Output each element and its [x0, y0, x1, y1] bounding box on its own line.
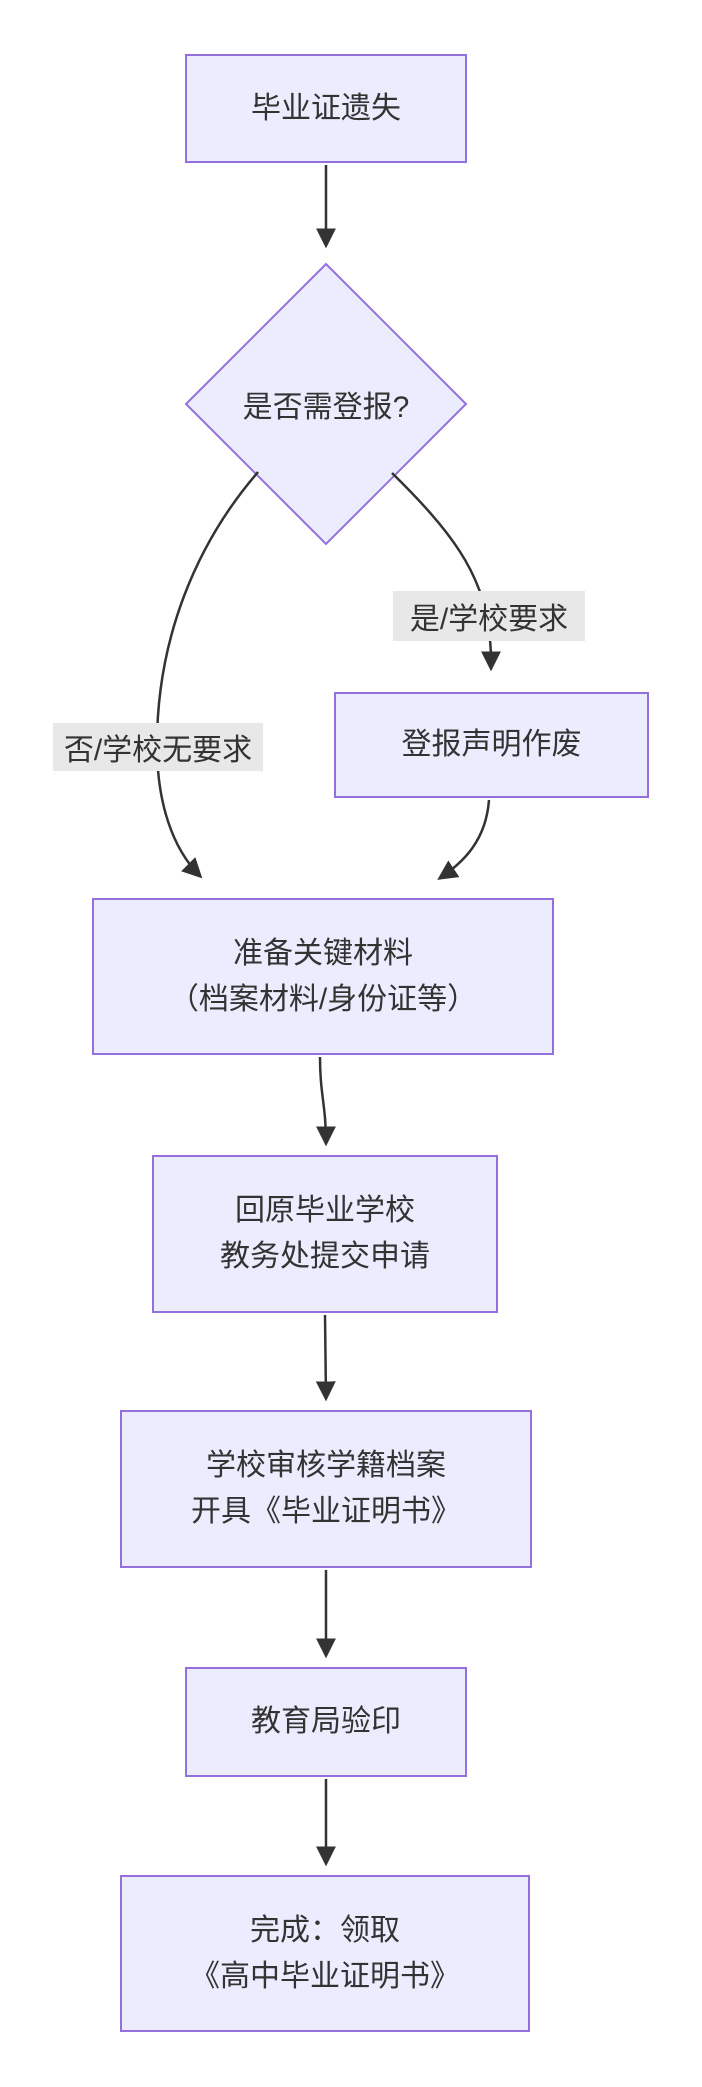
node-publish: 登报声明作废 [334, 692, 649, 798]
edge-publish-prepare [437, 799, 491, 880]
edge-apply-review [315, 1314, 336, 1402]
node-done-label-line1: 完成：领取 [250, 1913, 400, 1947]
node-review: 学校审核学籍档案 开具《毕业证明书》 [120, 1410, 532, 1568]
edge-label-yes: 是/学校要求 [393, 591, 585, 641]
node-start: 毕业证遗失 [185, 54, 467, 163]
edge-label-no: 否/学校无要求 [53, 723, 263, 771]
edge-decision-prepare [155, 471, 259, 879]
node-review-label-line1: 学校审核学籍档案 [206, 1449, 446, 1482]
node-apply-label-line1: 回原毕业学校 [235, 1194, 415, 1227]
node-apply-label-line2: 教务处提交申请 [220, 1240, 430, 1273]
node-start-label: 毕业证遗失 [251, 91, 401, 125]
node-decision-label: 是否需登报? [242, 391, 410, 424]
node-done: 完成：领取 《高中毕业证明书》 [120, 1875, 530, 2032]
node-prepare-label-line2: （档案材料/身份证等） [168, 982, 478, 1016]
node-apply: 回原毕业学校 教务处提交申请 [152, 1155, 498, 1313]
node-review-label-line2: 开具《毕业证明书》 [191, 1495, 461, 1528]
node-publish-label: 登报声明作废 [401, 728, 582, 761]
node-seal-label: 教育局验印 [251, 1705, 401, 1738]
node-decision: 是否需登报? [196, 354, 456, 454]
node-seal: 教育局验印 [185, 1667, 467, 1777]
node-prepare: 准备关键材料 （档案材料/身份证等） [92, 898, 554, 1055]
node-done-label-line2: 《高中毕业证明书》 [190, 1959, 460, 1993]
node-prepare-label-line1: 准备关键材料 [233, 936, 413, 970]
edge-prepare-apply [315, 1056, 336, 1147]
